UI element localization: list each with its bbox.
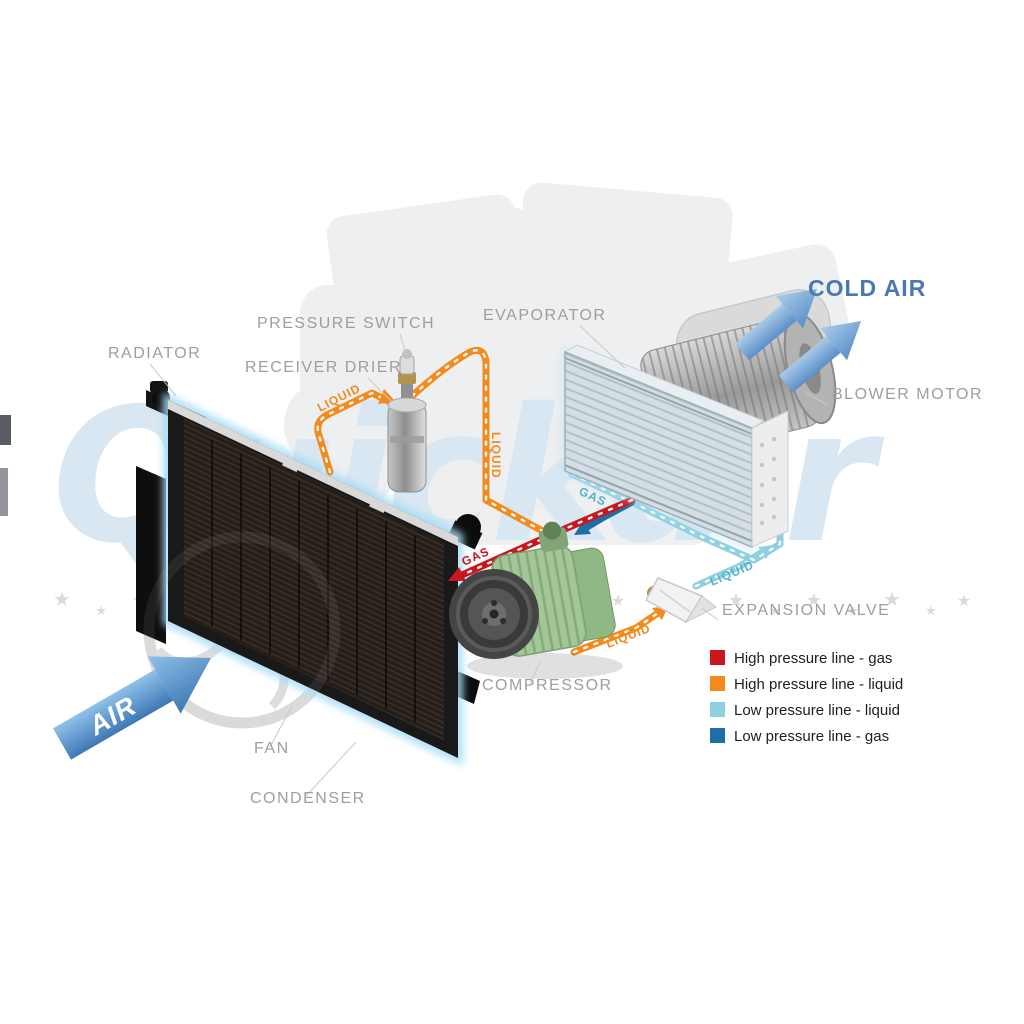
star-icon: ★ (925, 604, 937, 619)
arrowhead (448, 567, 466, 581)
receiver-drier-body (387, 401, 427, 493)
component-labels: RADIATOR PRESSURE SWITCH RECEIVER DRIER … (108, 307, 983, 807)
receiver-drier (387, 384, 427, 493)
star-icon: ★ (806, 590, 822, 611)
legend-label-lp-liquid: Low pressure line - liquid (734, 702, 900, 719)
legend-swatch-hp-gas (710, 650, 725, 665)
star-icon: ★ (847, 604, 859, 619)
pipe-label-liquid: LIQUID (489, 432, 503, 479)
edge-fragment (0, 468, 8, 516)
cold-air-arrow (734, 289, 818, 361)
star-icon: ★ (957, 591, 971, 610)
star-icon: ★ (728, 590, 744, 611)
compressor (449, 521, 623, 679)
pressure-switch (398, 349, 416, 384)
legend-swatch-lp-liquid (710, 702, 725, 717)
label-compressor: COMPRESSOR (482, 677, 613, 694)
legend-label-hp-gas: High pressure line - gas (734, 650, 892, 667)
legend: High pressure line - gas High pressure l… (710, 650, 903, 745)
label-pressure-switch: PRESSURE SWITCH (257, 315, 435, 332)
label-fan: FAN (254, 740, 290, 757)
star-icon: ★ (95, 604, 107, 619)
arrowhead (574, 521, 591, 535)
cold-air: COLD AIR (734, 275, 926, 393)
expansion-valve (644, 577, 717, 624)
legend-swatch-lp-gas (710, 728, 725, 743)
label-evaporator: EVAPORATOR (483, 307, 606, 324)
star-icon: ★ (611, 591, 625, 610)
label-radiator: RADIATOR (108, 345, 201, 362)
legend-label-lp-gas: Low pressure line - gas (734, 728, 889, 745)
air-arrow: AIR (53, 656, 211, 760)
condenser-core (184, 419, 444, 740)
label-blower-motor: BLOWER MOTOR (832, 386, 983, 403)
evaporator (562, 344, 789, 552)
condenser (143, 392, 463, 766)
evaporator-end-plate (751, 410, 789, 548)
cold-air-label: COLD AIR (808, 275, 926, 301)
edge-fragment (0, 415, 11, 445)
legend-swatch-hp-liquid (710, 676, 725, 691)
label-condenser: CONDENSER (250, 790, 366, 807)
star-icon: ★ (53, 587, 71, 611)
star-icon: ★ (883, 587, 901, 611)
label-expansion-valve: EXPANSION VALVE (722, 602, 890, 619)
pipe-high-pressure-liquid (314, 389, 398, 476)
label-receiver-drier: RECEIVER DRIER (245, 359, 402, 376)
star-icon: ★ (769, 604, 781, 619)
legend-label-hp-liquid: High pressure line - liquid (734, 676, 903, 693)
radiator-side-tank (136, 466, 166, 644)
cold-air-arrow (778, 321, 862, 393)
